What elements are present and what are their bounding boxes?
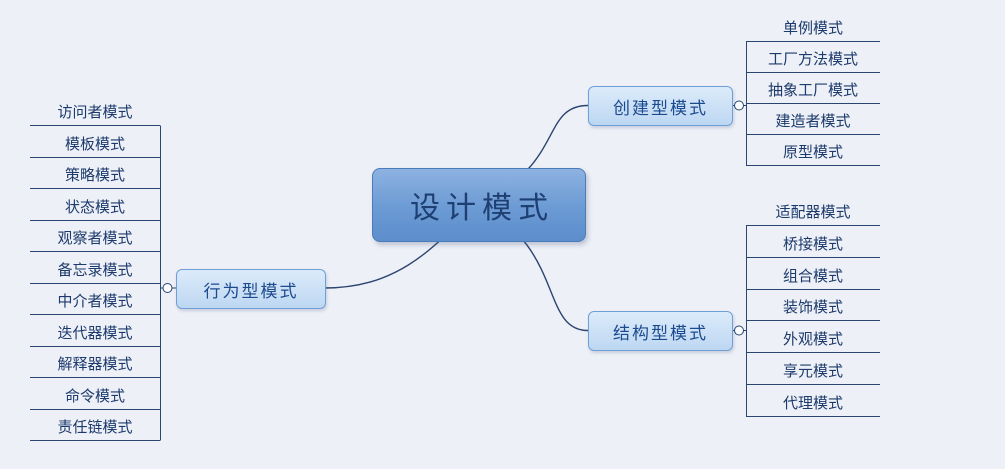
leaf-topic[interactable]: 中介者模式 — [30, 290, 160, 315]
leaf-topic[interactable]: 装饰模式 — [746, 296, 880, 321]
leaf-topic[interactable]: 抽象工厂模式 — [746, 79, 880, 104]
collapse-handle-structural[interactable] — [734, 325, 744, 336]
leaf-topic[interactable]: 解释器模式 — [30, 353, 160, 378]
leaf-topic[interactable]: 适配器模式 — [746, 201, 880, 226]
central-topic[interactable]: 设计模式 — [372, 168, 586, 242]
collapse-handle-creational[interactable] — [734, 100, 744, 111]
collapse-handle-behavioral[interactable] — [162, 283, 173, 293]
leaf-topic[interactable]: 建造者模式 — [746, 110, 880, 135]
leaf-topic[interactable]: 状态模式 — [30, 196, 160, 221]
leaf-topic[interactable]: 享元模式 — [746, 360, 880, 385]
leaf-topic[interactable]: 桥接模式 — [746, 233, 880, 258]
leaf-topic[interactable]: 备忘录模式 — [30, 259, 160, 284]
leaf-topic[interactable]: 策略模式 — [30, 164, 160, 189]
leaf-topic[interactable]: 组合模式 — [746, 265, 880, 290]
leaf-topic[interactable]: 命令模式 — [30, 385, 160, 410]
leaf-topic[interactable]: 代理模式 — [746, 392, 880, 417]
leaf-topic[interactable]: 原型模式 — [746, 141, 880, 166]
leaf-topic[interactable]: 工厂方法模式 — [746, 48, 880, 73]
branch-creational-patterns[interactable]: 创建型模式 — [588, 86, 733, 126]
leaf-topic[interactable]: 模板模式 — [30, 133, 160, 158]
leaf-topic[interactable]: 外观模式 — [746, 328, 880, 353]
branch-behavioral-patterns[interactable]: 行为型模式 — [176, 269, 326, 309]
leaf-topic[interactable]: 责任链模式 — [30, 416, 160, 441]
leaf-topic[interactable]: 访问者模式 — [30, 101, 160, 126]
branch-structural-patterns[interactable]: 结构型模式 — [588, 311, 733, 351]
leaf-topic[interactable]: 观察者模式 — [30, 227, 160, 252]
leaf-topic[interactable]: 迭代器模式 — [30, 322, 160, 347]
leaf-topic[interactable]: 单例模式 — [746, 17, 880, 42]
